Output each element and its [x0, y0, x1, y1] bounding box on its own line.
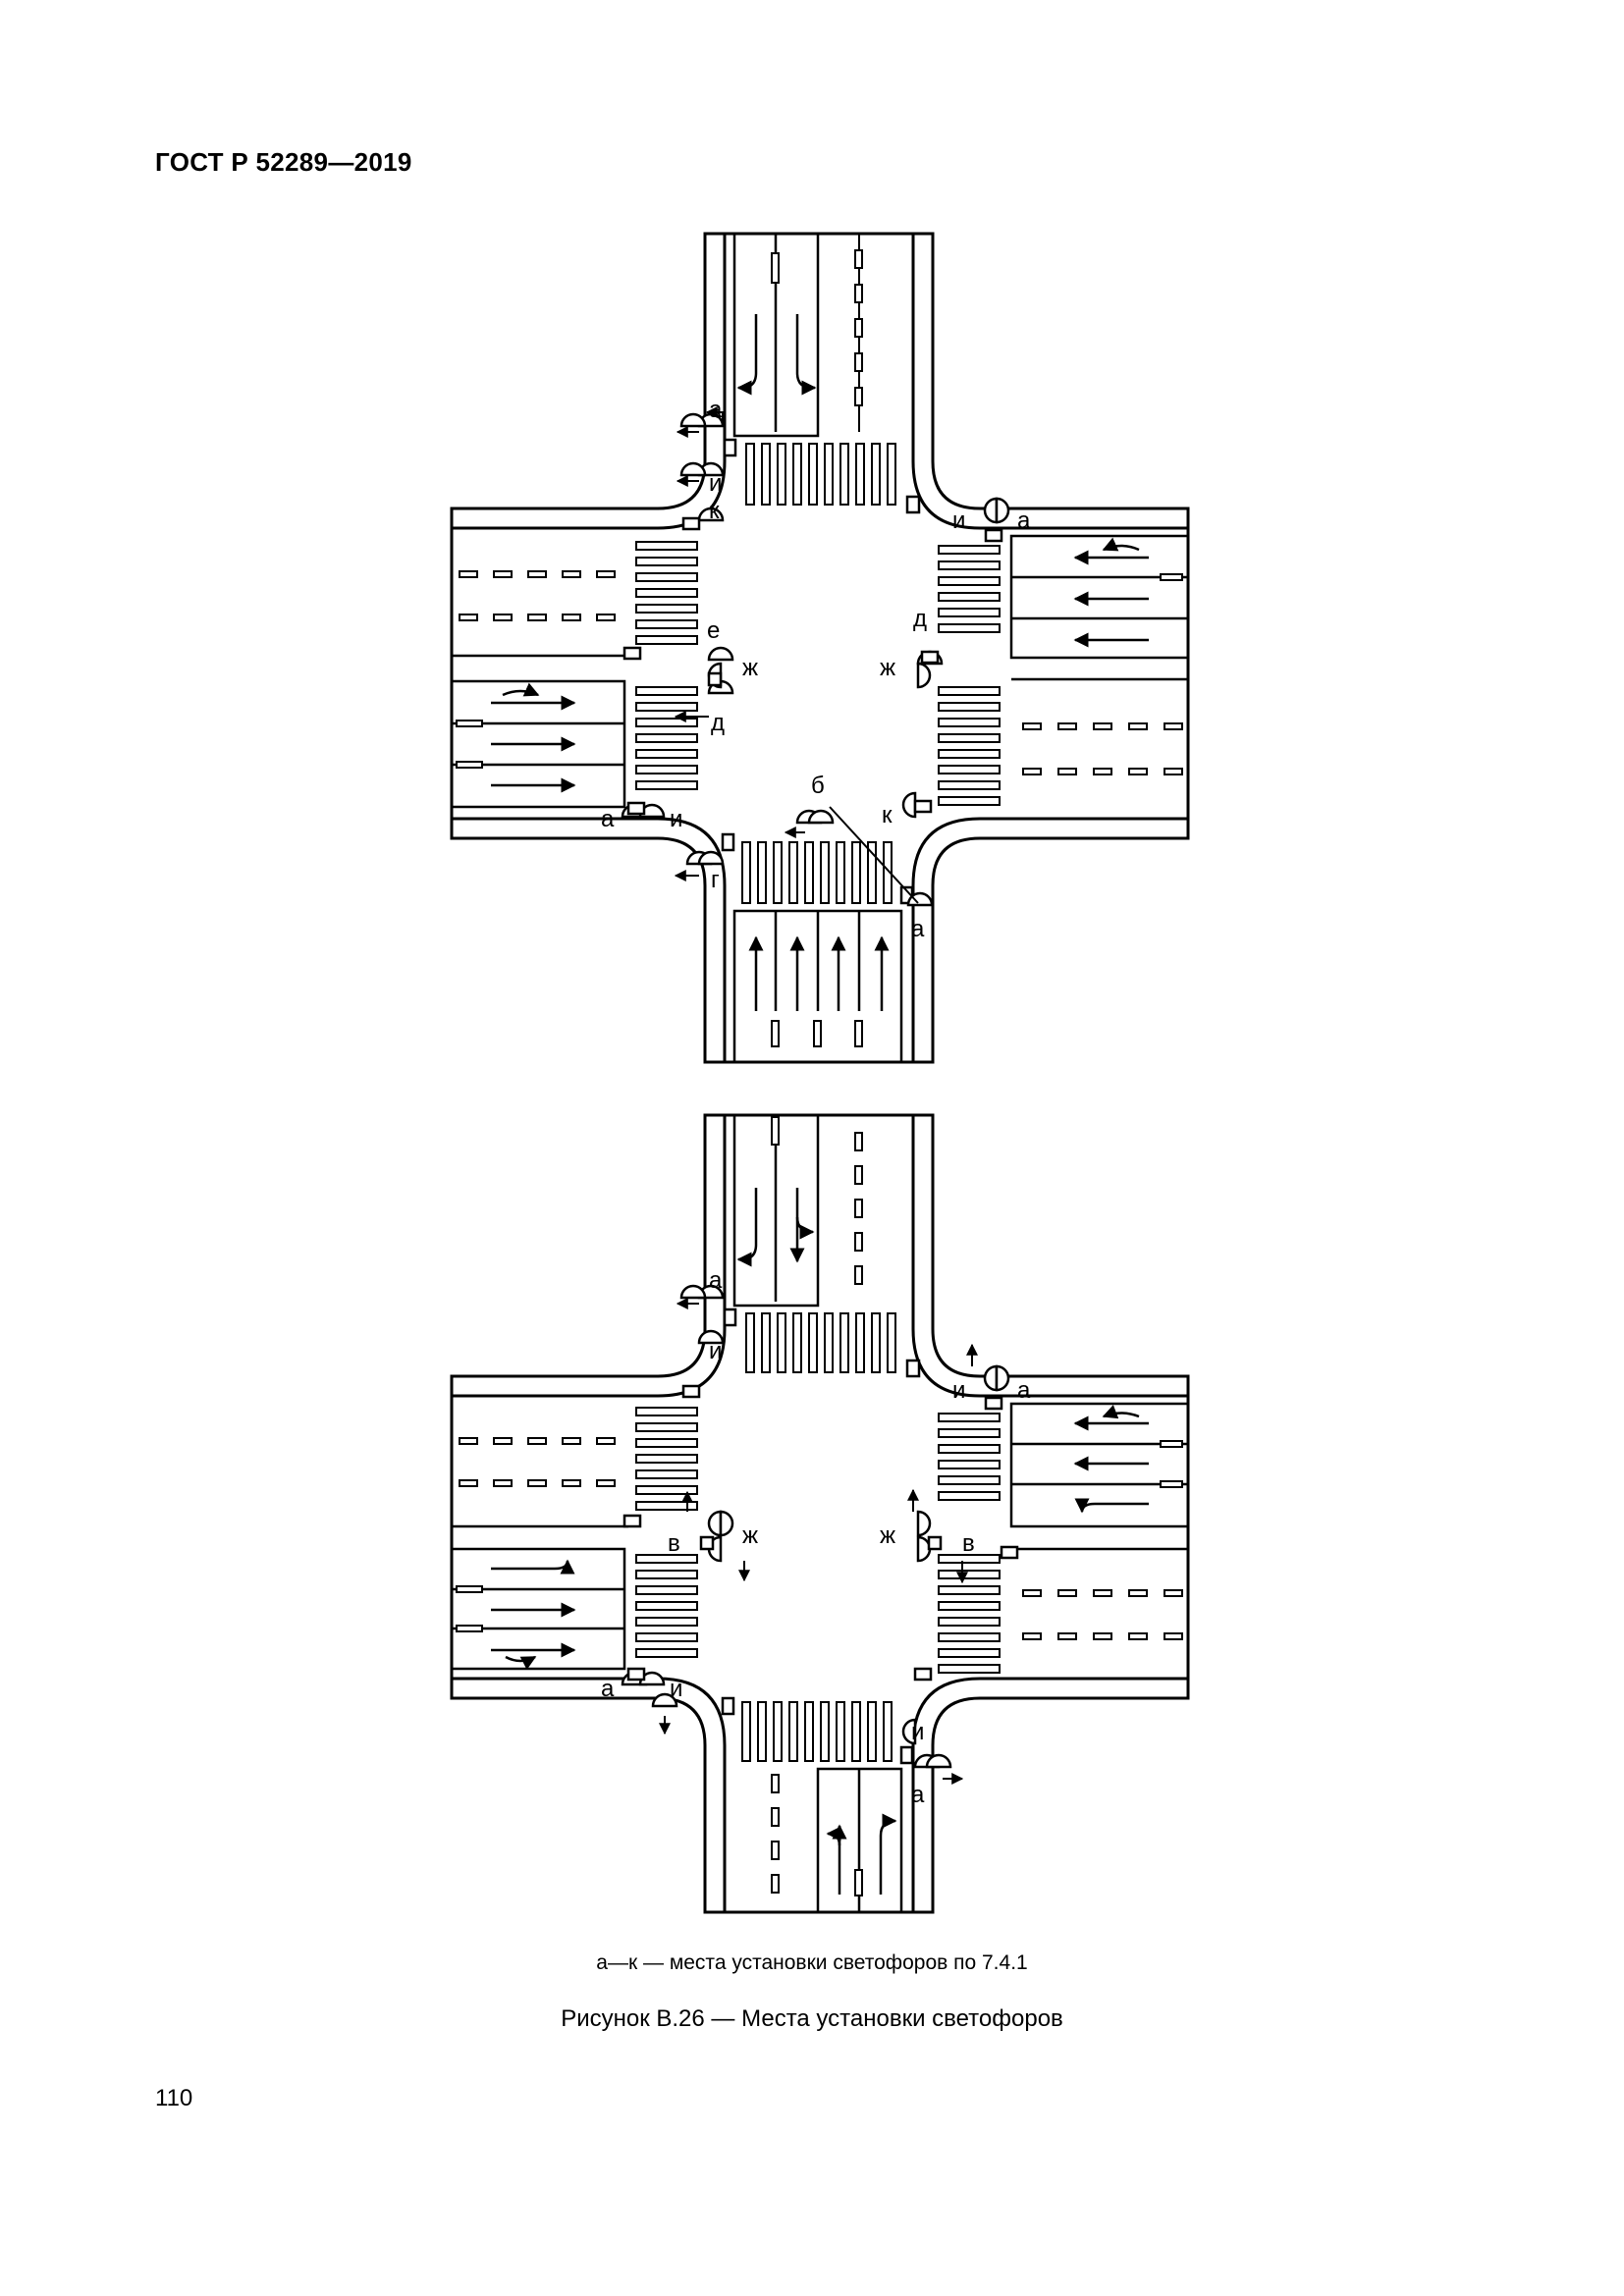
- lane-dashes-top: [456, 249, 1183, 1047]
- svg-text:е: е: [707, 617, 720, 644]
- position-labels-top: а и к и а е ж д д ж а и б к г а: [601, 397, 1031, 942]
- figure-legend: а—к — места установки светофоров по 7.4.…: [596, 1951, 1028, 1974]
- document-header: ГОСТ Р 52289—2019: [155, 147, 412, 177]
- svg-text:а: а: [911, 916, 925, 942]
- svg-text:ж: ж: [742, 655, 758, 681]
- road-outline: [450, 1113, 1190, 1914]
- svg-text:г: г: [711, 867, 720, 893]
- position-labels-bottom: а и и а в ж ж в а и и а: [601, 1267, 1031, 1808]
- figure-caption: Рисунок В.26 — Места установки светофоро…: [561, 2005, 1063, 2032]
- svg-text:и: и: [670, 806, 682, 832]
- intersection-bottom: [450, 1113, 1190, 1914]
- svg-text:и: и: [709, 1338, 722, 1364]
- svg-text:а: а: [1017, 507, 1031, 534]
- traffic-lights-bottom: [621, 1284, 1019, 1769]
- svg-text:ж: ж: [742, 1522, 758, 1549]
- svg-text:к: к: [882, 802, 893, 828]
- svg-text:д: д: [913, 606, 927, 632]
- svg-text:ж: ж: [880, 1522, 895, 1549]
- svg-text:а: а: [709, 1267, 723, 1294]
- svg-text:а: а: [1017, 1377, 1031, 1404]
- svg-text:а: а: [709, 397, 723, 423]
- road-outline: [450, 232, 1190, 1064]
- svg-text:а: а: [601, 806, 615, 832]
- lane-arrows-bottom: [491, 1188, 1149, 1895]
- lane-arrows-top: [491, 314, 1149, 1011]
- svg-text:ж: ж: [880, 655, 895, 681]
- lane-dashes-bottom: [456, 1116, 1183, 1896]
- traffic-lights-top: [621, 412, 1010, 907]
- svg-text:в: в: [668, 1530, 680, 1557]
- svg-text:и: и: [670, 1676, 682, 1702]
- pointer-lines-bottom: [659, 1298, 978, 1785]
- svg-text:а: а: [911, 1782, 925, 1808]
- svg-text:в: в: [962, 1530, 975, 1557]
- svg-text:д: д: [711, 710, 725, 736]
- svg-text:и: и: [952, 507, 965, 534]
- pointer-lines-top: [674, 406, 919, 904]
- svg-text:и: и: [709, 470, 722, 497]
- page-number: 110: [155, 2085, 193, 2111]
- svg-text:и: и: [952, 1377, 965, 1404]
- svg-text:а: а: [601, 1676, 615, 1702]
- intersection-top: [450, 232, 1190, 1064]
- crosswalks-top: [635, 443, 1001, 904]
- svg-text:б: б: [811, 773, 825, 799]
- svg-text:к: к: [709, 498, 720, 524]
- svg-text:и: и: [911, 1719, 924, 1745]
- crosswalks-bottom: [635, 1312, 1001, 1762]
